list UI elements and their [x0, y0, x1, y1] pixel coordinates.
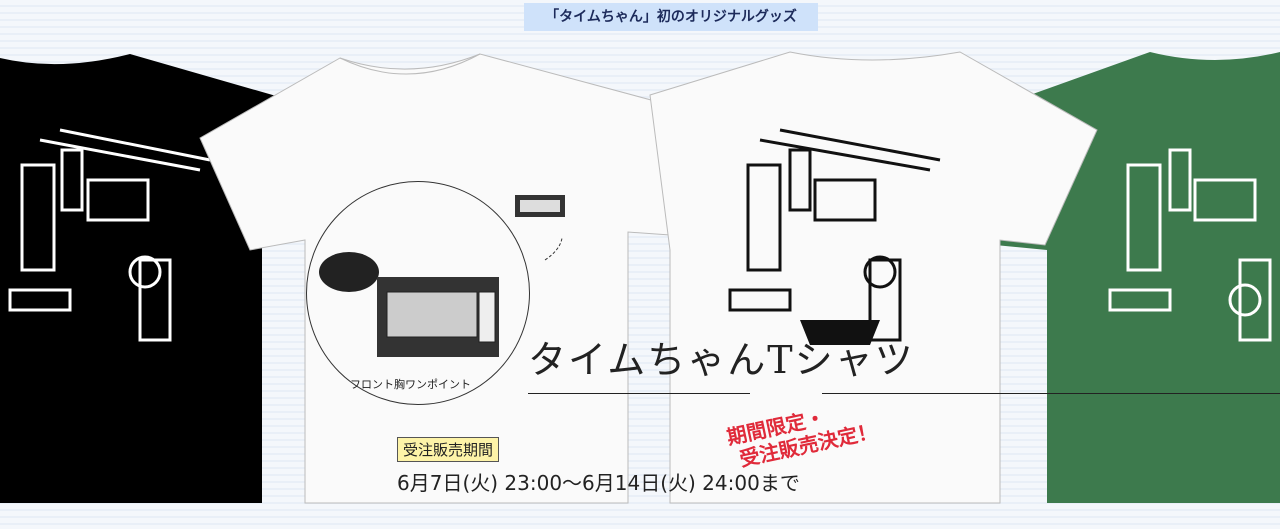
street-graphic — [728, 128, 941, 342]
circle-caption: フロント胸ワンポイント — [350, 378, 471, 391]
white-tshirt-back — [649, 51, 1098, 504]
radio-graphic — [319, 252, 499, 357]
street-graphic — [8, 128, 211, 342]
small-radio-graphic — [515, 195, 565, 261]
title-underline — [528, 393, 750, 394]
street-graphic — [1108, 148, 1272, 342]
sales-period-label: 受注販売期間 — [397, 437, 500, 462]
front-chest-detail-circle — [306, 181, 530, 405]
sales-period: 6月7日(火) 23:00〜6月14日(火) 24:00まで — [397, 471, 800, 495]
header-label: 「タイムちゃん」初のオリジナルグッズ — [524, 3, 818, 31]
title-underline — [822, 393, 1280, 394]
product-title: タイムちゃんTシャツ — [528, 338, 915, 382]
